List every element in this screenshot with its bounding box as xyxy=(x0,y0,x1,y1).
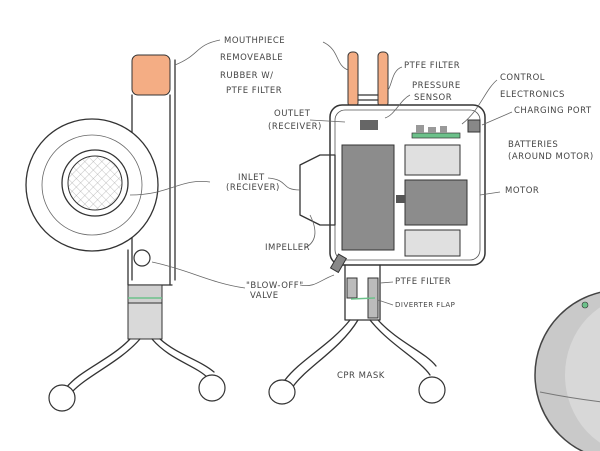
label-removable: REMOVEABLE xyxy=(220,53,283,63)
inlet-grille xyxy=(67,155,123,211)
label-ptfe-filter-bottom: PTFE FILTER xyxy=(395,277,451,287)
label-blowoff-valve: "BLOW-OFF" xyxy=(246,281,304,291)
battery xyxy=(404,229,461,257)
blowoff-valve-side xyxy=(133,249,151,267)
label-control-electronics: ELECTRONICS xyxy=(500,90,565,100)
rendered-device-partial xyxy=(534,291,600,451)
ptfe-filter-prong xyxy=(347,51,359,108)
mask-foot xyxy=(198,374,226,402)
pcb xyxy=(411,132,461,139)
label-pressure-sensor: SENSOR xyxy=(414,93,452,103)
label-mouthpiece: MOUTHPIECE xyxy=(224,36,285,46)
motor xyxy=(404,179,468,226)
label-removable: PTFE FILTER xyxy=(226,86,282,96)
mask-foot xyxy=(268,379,296,405)
label-control-electronics: CONTROL xyxy=(500,73,545,83)
leader-lines xyxy=(129,39,513,306)
side-view-device xyxy=(25,54,226,412)
label-batteries: (AROUND MOTOR) xyxy=(508,152,594,162)
label-removable: RUBBER W/ xyxy=(220,71,274,81)
label-charging-port: CHARGING PORT xyxy=(514,106,592,116)
label-diverter-flap: DIVERTER FLAP xyxy=(395,301,455,309)
label-blowoff-valve: VALVE xyxy=(250,291,279,301)
mask-foot xyxy=(48,384,76,412)
mouthpiece-side xyxy=(131,54,171,96)
label-cpr-mask: CPR MASK xyxy=(337,371,385,381)
label-pressure-sensor: PRESSURE xyxy=(412,81,461,91)
annotations: MOUTHPIECE REMOVEABLE RUBBER W/ PTFE FIL… xyxy=(220,36,594,381)
label-outlet: OUTLET xyxy=(274,109,311,119)
label-outlet: (RECEIVER) xyxy=(268,122,322,132)
section-view-device xyxy=(268,51,486,405)
label-inlet: INLET xyxy=(238,173,265,183)
blowoff-valve xyxy=(329,253,348,274)
mask-foot xyxy=(418,376,446,404)
label-motor: MOTOR xyxy=(505,186,539,196)
ptfe-filter-prong xyxy=(377,51,389,108)
label-inlet: (RECIEVER) xyxy=(226,183,280,193)
battery xyxy=(404,144,461,176)
label-ptfe-filter: PTFE FILTER xyxy=(404,61,460,71)
label-impeller: IMPELLER xyxy=(265,243,310,253)
impeller-motor-block xyxy=(341,144,395,251)
charging-port xyxy=(467,119,481,133)
label-batteries: BATTERIES xyxy=(508,140,558,150)
